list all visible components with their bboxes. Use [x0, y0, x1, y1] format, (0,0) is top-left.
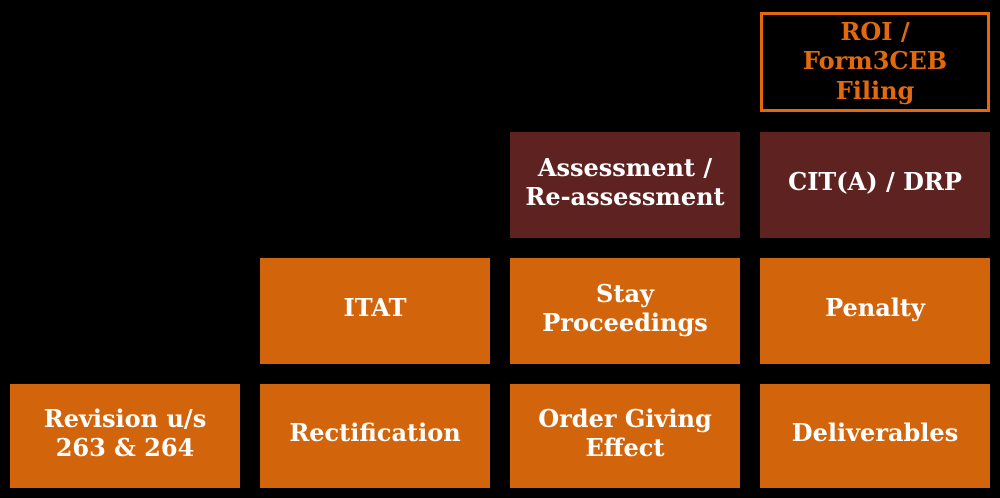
box-rectification: Rectification [260, 384, 490, 488]
box-itat: ITAT [260, 258, 490, 364]
box-order-giving-effect: Order Giving Effect [510, 384, 740, 488]
box-revision-263-264: Revision u/s 263 & 264 [10, 384, 240, 488]
box-stay-proceedings: Stay Proceedings [510, 258, 740, 364]
box-roi-form3ceb-filing: ROI / Form3CEB Filing [760, 12, 990, 112]
box-assessment-reassessment: Assessment / Re-assessment [510, 132, 740, 238]
box-cita-drp: CIT(A) / DRP [760, 132, 990, 238]
box-penalty: Penalty [760, 258, 990, 364]
box-deliverables: Deliverables [760, 384, 990, 488]
